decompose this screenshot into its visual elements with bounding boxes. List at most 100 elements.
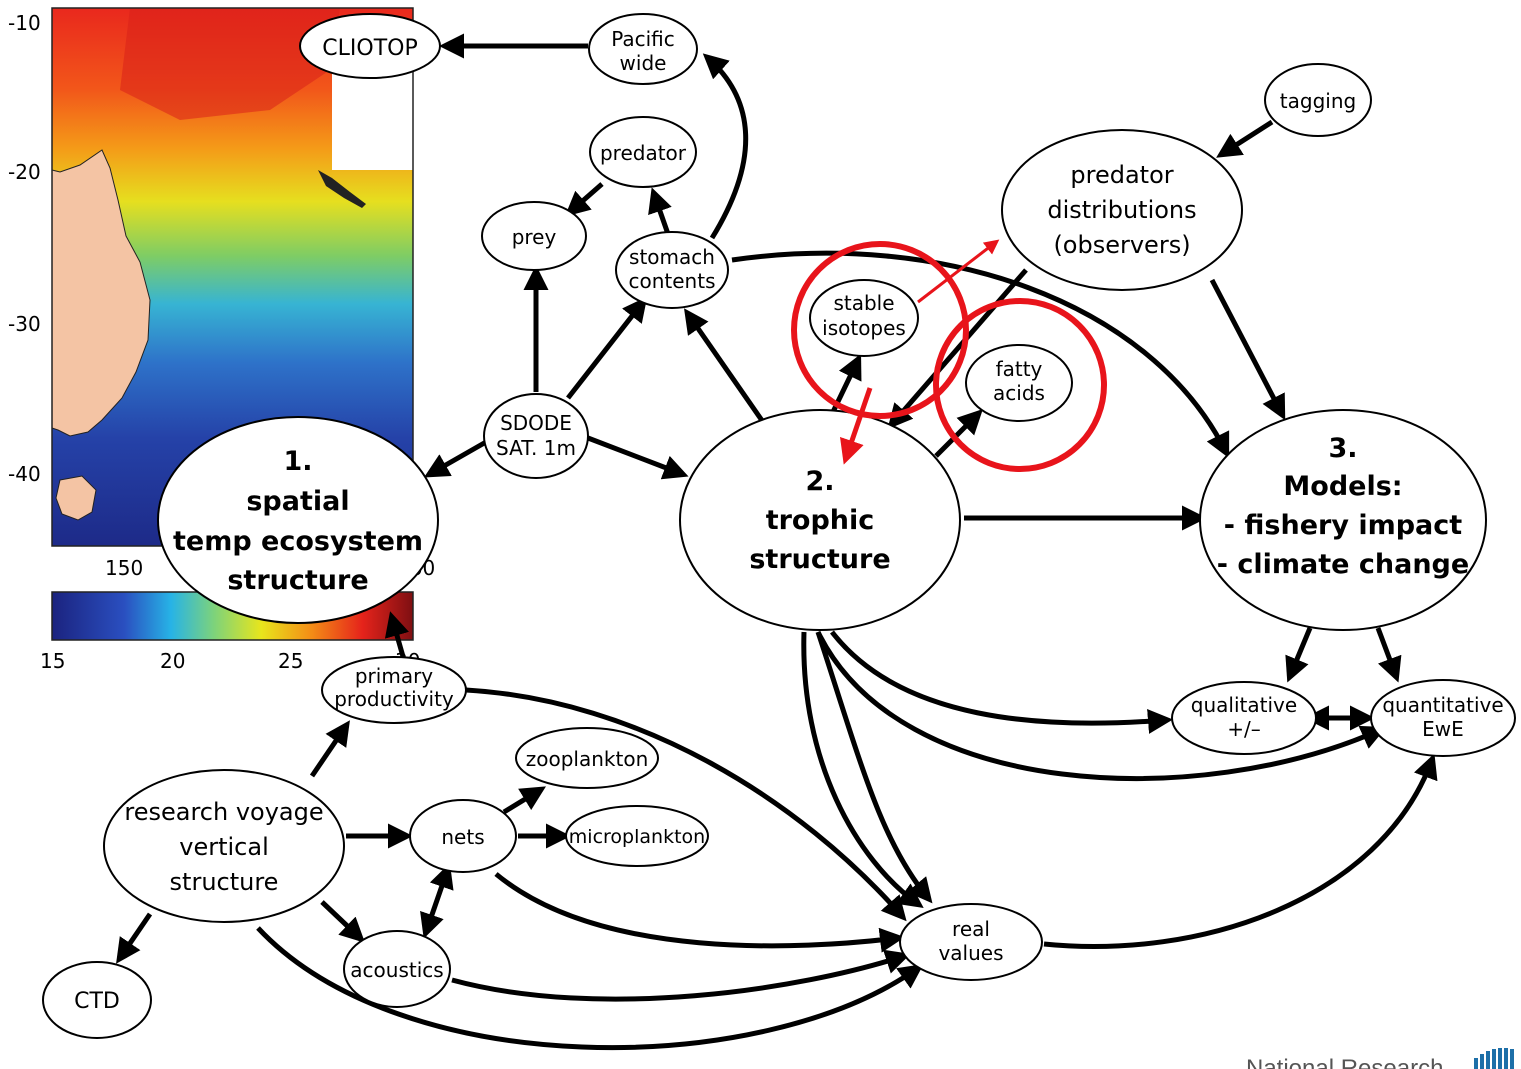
map-x-tick: 150: [105, 556, 143, 580]
edge-trophic-fatty: [934, 409, 983, 458]
nodes: CLIOTOP Pacific wide predator prey stoma…: [42, 13, 1516, 1039]
edge-sdode-stomach: [566, 296, 648, 400]
node-sdode-line1: SDODE: [500, 411, 572, 435]
edge-models-quantitative: [1375, 627, 1402, 683]
edge-nets-real: [494, 872, 905, 953]
node-models-line4: - climate change: [1217, 549, 1469, 580]
node-trophic-line3: structure: [749, 544, 890, 575]
node-research-line2: vertical: [179, 833, 268, 861]
node-research-line3: structure: [170, 868, 279, 896]
node-sdode: SDODE SAT. 1m: [483, 393, 589, 479]
node-trophic-structure: 2. trophic structure: [679, 409, 961, 631]
node-models-line1: 3.: [1328, 433, 1357, 464]
edge-research-primary: [309, 720, 350, 778]
edge-acoustics-real: [451, 949, 911, 1002]
node-quantitative: quantitative EwE: [1370, 679, 1516, 757]
node-primary-productivity: primary productivity: [321, 656, 467, 724]
node-quantitative-line2: EwE: [1422, 717, 1464, 741]
node-spatial-structure: 1. spatial temp ecosystem structure: [157, 416, 439, 624]
node-real-values: real values: [899, 903, 1043, 981]
map-australia-land: [51, 149, 151, 437]
edge-sdode-trophic: [587, 435, 689, 480]
edge-predatordist-trophic: [887, 268, 1028, 430]
node-nets: nets: [409, 799, 517, 873]
node-spatial-line3: temp ecosystem: [173, 526, 423, 557]
edge-primary-spatial: [384, 611, 409, 661]
node-microplankton: microplankton: [565, 805, 709, 867]
node-acoustics-label: acoustics: [350, 958, 443, 982]
node-models-line2: Models:: [1283, 471, 1402, 502]
node-pacific-wide: Pacific wide: [588, 13, 698, 85]
node-models-line3: - fishery impact: [1224, 510, 1462, 541]
node-microplankton-label: microplankton: [569, 826, 705, 848]
node-nets-label: nets: [441, 825, 484, 849]
colorbar-tick: 15: [40, 649, 65, 673]
node-stable-line1: stable: [833, 291, 894, 315]
node-trophic-line2: trophic: [766, 505, 875, 536]
sst-map: -10 -20 -30 -40 150 160 15 20 25 30: [8, 7, 435, 673]
edge-research-ctd: [116, 912, 153, 964]
highlight-ring-stable-isotopes: [791, 241, 969, 419]
edge-stomach-predator: [648, 187, 672, 235]
edge-predatordist-models: [1209, 278, 1286, 421]
node-fatty-line1: fatty: [996, 357, 1043, 381]
edge-sdode-spatial: [423, 439, 488, 478]
map-warm-patch: [120, 8, 340, 120]
map-missing-data: [332, 70, 413, 170]
colorbar-tick: 25: [278, 649, 303, 673]
footer-org-name: National Research: [1246, 1055, 1443, 1069]
node-prey: prey: [481, 201, 587, 271]
edge-predator-prey: [564, 182, 604, 217]
edge-tagging-predatordist: [1216, 119, 1274, 158]
node-spatial-line2: spatial: [246, 486, 349, 517]
node-stomach-line2: contents: [629, 269, 716, 293]
map-y-tick: -30: [8, 312, 41, 336]
node-qualitative-line1: qualitative: [1191, 693, 1297, 717]
edge-stomach-pacific: [702, 53, 749, 240]
edge-trophic-real-a: [801, 631, 924, 909]
edge-trophic-real-b: [815, 631, 933, 904]
node-pacific-line1: Pacific: [611, 27, 675, 51]
org-logo-icon: [1474, 1048, 1514, 1069]
highlight-ring-fatty-acids: [933, 298, 1107, 472]
edge-trophic-stomach: [684, 308, 766, 424]
node-cliotop: CLIOTOP: [299, 13, 441, 79]
node-zooplankton: zooplankton: [515, 727, 659, 789]
node-models: 3. Models: - fishery impact - climate ch…: [1199, 409, 1487, 631]
highlights: [791, 239, 1107, 472]
footer: National Research: [1246, 1048, 1514, 1069]
highlight-arrow-stable-predatordist: [917, 239, 1000, 304]
node-predator-label: predator: [600, 141, 687, 165]
node-stable-isotopes: stable isotopes: [809, 279, 919, 357]
node-fatty-line2: acids: [993, 381, 1045, 405]
node-tagging-label: tagging: [1280, 89, 1356, 113]
map-new-caledonia: [318, 170, 366, 208]
map-y-tick: -20: [8, 160, 41, 184]
edge-nets-zooplankton: [502, 786, 546, 815]
node-predator-distributions: predator distributions (observers): [1001, 129, 1243, 291]
map-y-tick: -10: [8, 11, 41, 35]
node-ctd-label: CTD: [74, 989, 120, 1014]
node-predatordist-line3: (observers): [1053, 231, 1190, 259]
edge-research-real: [256, 926, 924, 1051]
node-primary-line1: primary: [355, 664, 433, 688]
edge-models-qualitative: [1285, 627, 1313, 683]
highlight-arrow-stable-trophic: [840, 387, 873, 465]
node-real-line2: values: [938, 941, 1003, 965]
node-qualitative-line2: +/–: [1227, 717, 1261, 741]
colorbar-tick: 20: [160, 649, 185, 673]
map-tasmania-land: [55, 475, 97, 521]
node-real-line1: real: [952, 917, 990, 941]
node-tagging: tagging: [1264, 63, 1372, 137]
node-trophic-line1: 2.: [805, 466, 834, 497]
node-primary-line2: productivity: [334, 687, 454, 711]
edge-nets-acoustics: [420, 862, 454, 939]
node-predator: predator: [589, 116, 697, 188]
edge-stomach-models: [731, 250, 1230, 459]
node-zooplankton-label: zooplankton: [526, 747, 649, 771]
node-acoustics: acoustics: [343, 930, 451, 1008]
node-research-voyage: research voyage vertical structure: [103, 769, 345, 923]
edge-real-quantitative: [1043, 753, 1438, 949]
node-research-line1: research voyage: [124, 798, 323, 826]
